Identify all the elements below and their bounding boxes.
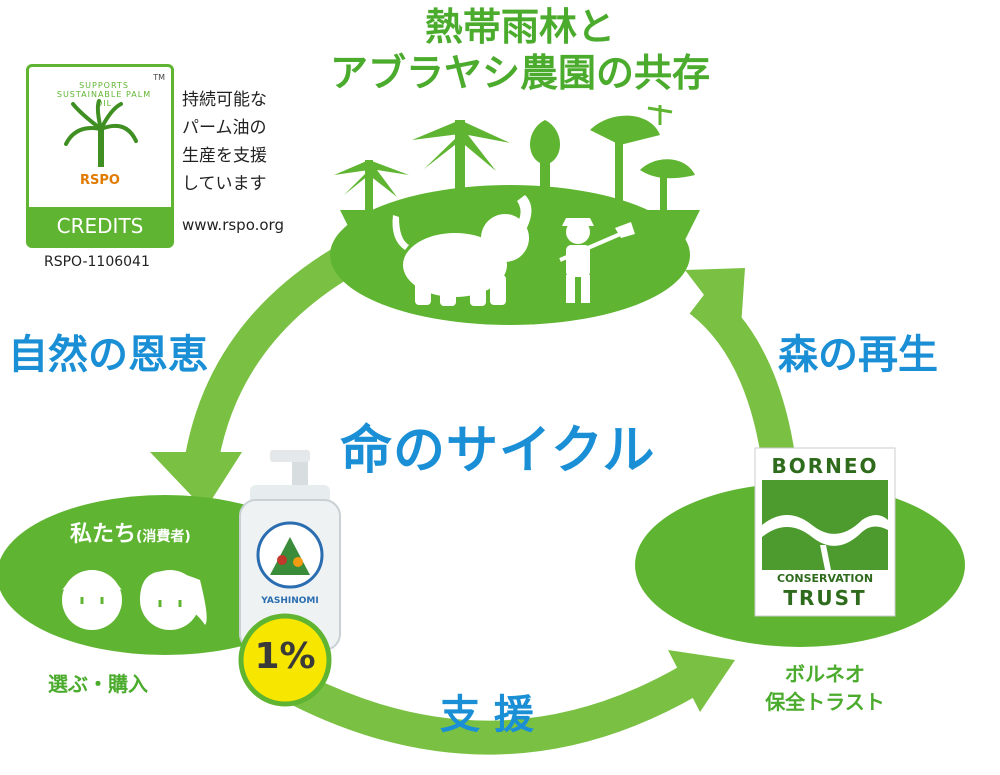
page-title: 熱帯雨林と アブラヤシ農園の共存 bbox=[300, 4, 740, 96]
rspo-credits: CREDITS bbox=[29, 207, 171, 245]
arrow-forest-regeneration bbox=[689, 286, 797, 473]
arrow-head-bottom bbox=[668, 650, 735, 712]
label-support: 支 援 bbox=[440, 692, 534, 738]
product-brand: YASHINOMI bbox=[261, 596, 319, 606]
farmer-icon bbox=[559, 218, 635, 303]
borneo-bottom-text: TRUST bbox=[783, 586, 867, 610]
arrow-head-left bbox=[150, 452, 242, 510]
rspo-description: 持続可能な パーム油の 生産を支援 しています bbox=[182, 86, 267, 198]
arrow-support bbox=[292, 665, 699, 755]
consumer-faces bbox=[62, 570, 207, 630]
borneo-logo bbox=[754, 447, 896, 617]
rspo-desc-line: しています bbox=[182, 174, 267, 194]
borneo-mid-text: CONSERVATION bbox=[776, 572, 874, 585]
consumers-heading-sub: (消費者) bbox=[136, 529, 191, 545]
consumers-heading: 私たち(消費者) bbox=[70, 516, 191, 548]
rspo-logo: SUPPORTS SUSTAINABLE PALM OIL TM RSPO CR… bbox=[26, 64, 174, 248]
rspo-tm: TM bbox=[153, 73, 165, 82]
rspo-id: RSPO-1106041 bbox=[44, 254, 150, 270]
borneo-label-line2: 保全トラスト bbox=[765, 690, 885, 714]
palm-tree-icon bbox=[64, 99, 138, 167]
borneo-label-line1: ボルネオ bbox=[785, 662, 865, 686]
yashinomi-bottle bbox=[239, 450, 341, 651]
cycle-title: 命のサイクル bbox=[340, 421, 656, 481]
dragonfly-icon bbox=[647, 105, 673, 125]
arrow-nature-benefit bbox=[183, 240, 364, 473]
rspo-desc-line: 持続可能な bbox=[182, 90, 267, 110]
rspo-arc-text: SUPPORTS SUSTAINABLE PALM OIL bbox=[56, 81, 152, 108]
elephant-icon bbox=[392, 195, 532, 306]
borneo-label: ボルネオ 保全トラスト bbox=[740, 660, 910, 716]
rspo-url: www.rspo.org bbox=[182, 216, 284, 234]
arrow-head-right bbox=[685, 268, 745, 342]
badge-text: 1% bbox=[254, 636, 316, 677]
label-nature-benefit: 自然の恩恵 bbox=[8, 332, 208, 378]
title-line1: 熱帯雨林と bbox=[424, 5, 615, 49]
label-forest-regeneration: 森の再生 bbox=[778, 332, 938, 378]
title-line2: アブラヤシ農園の共存 bbox=[329, 51, 710, 95]
rspo-desc-line: パーム油の bbox=[182, 118, 267, 138]
one-percent-badge bbox=[238, 613, 332, 707]
consumers-heading-main: 私たち bbox=[70, 522, 137, 547]
rspo-desc-line: 生産を支援 bbox=[182, 146, 267, 166]
rspo-mark: RSPO bbox=[80, 173, 120, 188]
consumers-action: 選ぶ・購入 bbox=[48, 672, 148, 696]
borneo-top-text: BORNEO bbox=[771, 454, 879, 478]
